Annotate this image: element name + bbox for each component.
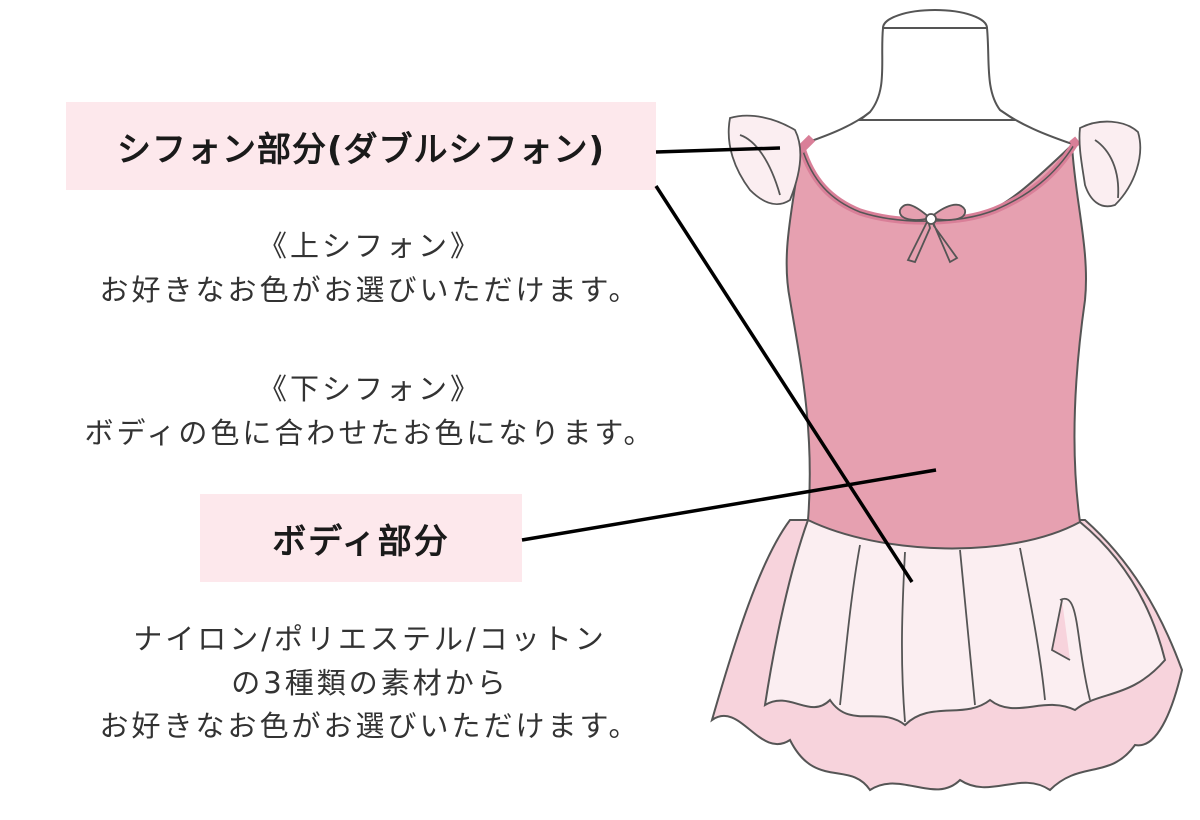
- upper-chiffon-description: 《上シフォン》 お好きなお色がお選びいただけます。: [40, 225, 700, 312]
- leader-line-chiffon-upper: [655, 146, 781, 154]
- leader-line-body: [521, 468, 937, 542]
- body-material-line-1: ナイロン/ポリエステル/コットン: [133, 622, 607, 656]
- chiffon-label-background: [66, 102, 656, 190]
- chiffon-part-label: シフォン部分(ダブルシフォン): [66, 102, 656, 190]
- lower-chiffon-heading: 《下シフォン》: [257, 372, 482, 406]
- body-part-label: ボディ部分: [200, 494, 522, 582]
- body-part-label-text: ボディ部分: [272, 521, 450, 562]
- body-label-background: [200, 494, 522, 582]
- body-part-description: ナイロン/ポリエステル/コットン の3種類の素材から お好きなお色がお選びいただ…: [30, 618, 710, 749]
- lower-chiffon-text: ボディの色に合わせたお色になります。: [84, 415, 656, 450]
- straps: [796, 134, 1081, 154]
- skirt-front-layer: [763, 518, 1167, 727]
- mannequin: [799, 9, 1076, 146]
- leader-lines: [521, 146, 937, 583]
- leader-line-chiffon-lower: [654, 185, 914, 583]
- lower-chiffon-description: 《下シフォン》 ボディの色に合わせたお色になります。: [20, 368, 720, 455]
- body-material-line-2: の3種類の素材から: [231, 665, 509, 700]
- upper-chiffon-heading: 《上シフォン》: [257, 229, 482, 263]
- body-material-line-3: お好きなお色がお選びいただけます。: [99, 709, 641, 743]
- chiffon-part-label-text: シフォン部分(ダブルシフォン): [116, 129, 606, 170]
- upper-chiffon-text: お好きなお色がお選びいただけます。: [99, 272, 641, 307]
- sleeve-ruffles: [727, 114, 1142, 208]
- bow-icon: [899, 203, 966, 264]
